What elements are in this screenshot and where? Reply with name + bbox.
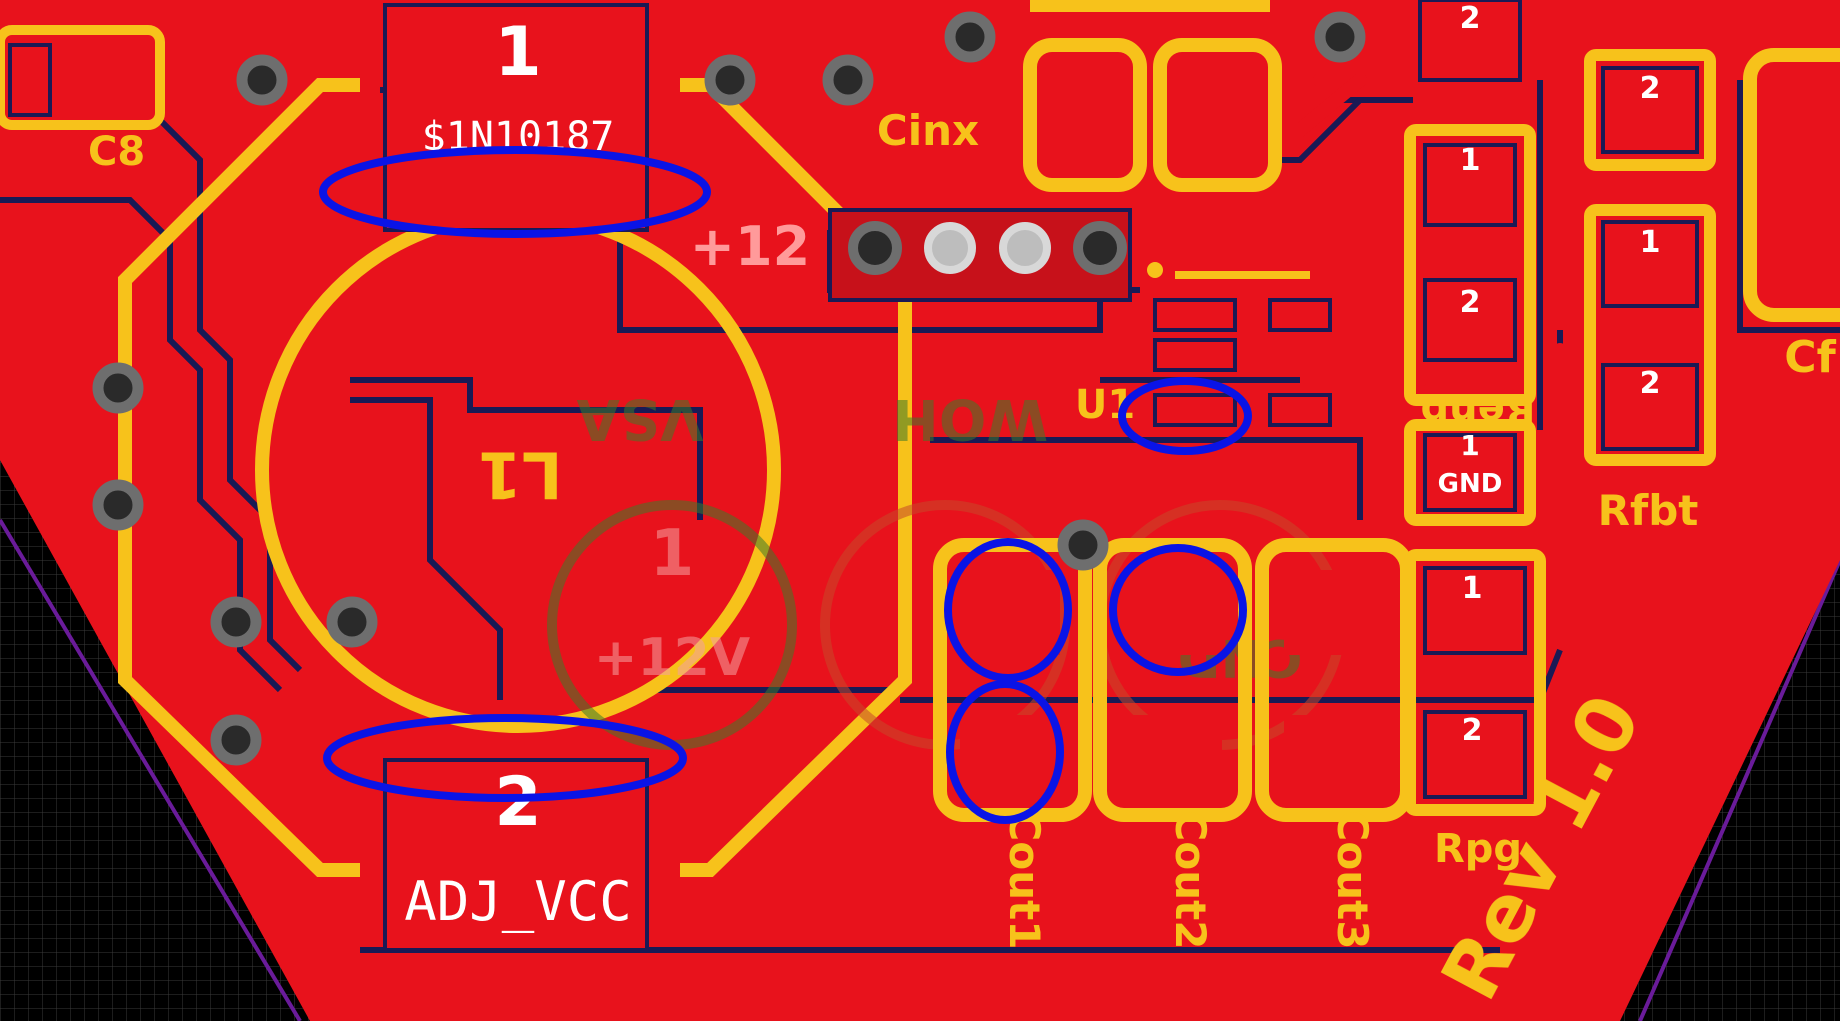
via[interactable] [210, 714, 262, 766]
renb-footprint[interactable]: 1 2 Renb [1404, 124, 1536, 434]
c8-label: C8 [88, 129, 145, 175]
gnd-pad-net: GND [1438, 469, 1503, 499]
gnd-pad-number: 1 [1460, 429, 1479, 462]
u1-footprint[interactable]: U1 [1075, 262, 1332, 428]
rfbt-pad-2-top[interactable] [1601, 66, 1699, 154]
cout3-pad-bottom[interactable] [1284, 715, 1384, 800]
rfbt-pad-2-number: 2 [1640, 366, 1661, 401]
cf-silk [1743, 48, 1840, 322]
c8-footprint[interactable]: C8 [0, 25, 165, 175]
cout3-label: Cout3 [1328, 811, 1377, 950]
rfbt-silk-top [1584, 49, 1716, 171]
cout3-pad-top[interactable] [1284, 570, 1384, 655]
u1-pin1-dot [1147, 262, 1163, 278]
cinx-pad-right[interactable] [1153, 38, 1282, 192]
cinx-pad-2-number: 2 [1460, 1, 1481, 36]
cout2-label: Cout2 [1166, 811, 1215, 950]
rfbt-pad-2-top-number: 2 [1640, 71, 1661, 106]
annotation-cout1-bottom-pad [946, 680, 1064, 824]
gnd-silk [1404, 419, 1536, 526]
cf-pad-1[interactable] [1765, 70, 1840, 160]
header-pin-2[interactable] [924, 222, 976, 274]
u1-pad-2[interactable] [1153, 338, 1237, 372]
gnd-pad[interactable] [1423, 433, 1517, 512]
annotation-u1-pin [1118, 377, 1252, 455]
l1-label: L1 [477, 436, 562, 510]
c8-pad-inner [8, 43, 52, 117]
cinx-footprint[interactable]: 2 Cinx [877, 0, 1522, 192]
cout1-label: Cout1 [1000, 811, 1049, 950]
annotation-l1-pad1-edge [319, 146, 711, 238]
review-annotations [319, 146, 1252, 824]
cout-footprints[interactable]: Cout1 Cout2 Cout3 [933, 538, 1414, 950]
cf-label: Cf [1784, 332, 1836, 383]
bottom-text-vsa: VSA [576, 386, 704, 451]
bottom-text-woh: WOH [892, 386, 1048, 451]
rfbt-footprint[interactable]: 2 1 2 Rfbt [1584, 49, 1716, 535]
gnd-test-pad[interactable]: 1 GND [1404, 419, 1536, 526]
u1-pad-4[interactable] [1268, 298, 1332, 332]
rpg-pad-2-number: 2 [1462, 713, 1483, 748]
rfbt-pad-1-number: 1 [1640, 225, 1661, 260]
cf-pad-2[interactable] [1765, 210, 1840, 300]
bottom-text-plus12v: +12V [594, 628, 750, 688]
via[interactable] [1314, 11, 1366, 63]
rpg-pad-1[interactable] [1423, 566, 1527, 655]
renb-pad-2-number: 2 [1460, 285, 1481, 320]
l1-pad-1-number: 1 [494, 13, 541, 92]
u1-pad-1[interactable] [1153, 298, 1237, 332]
via[interactable] [326, 596, 378, 648]
cinx-label: Cinx [877, 106, 979, 155]
via[interactable] [92, 362, 144, 414]
annotation-cout1-top-pad [944, 538, 1072, 682]
via[interactable] [944, 11, 996, 63]
via[interactable] [704, 54, 756, 106]
renb-silk [1404, 124, 1536, 406]
rfbt-silk [1584, 204, 1716, 466]
annotation-l1-pad2-edge [323, 714, 687, 802]
via[interactable] [822, 54, 874, 106]
rfbt-pad-1[interactable] [1601, 220, 1699, 308]
cout2-pad-bottom[interactable] [1122, 715, 1222, 800]
via[interactable] [210, 596, 262, 648]
header-12v-label: +12 [690, 215, 810, 278]
cinx-pad-2[interactable] [1418, 0, 1522, 82]
rfbt-pad-2[interactable] [1601, 363, 1699, 451]
bottom-text-pin1: 1 [650, 517, 695, 591]
rpg-footprint[interactable]: 1 2 Rpg [1404, 549, 1546, 872]
u1-pad-5[interactable] [1268, 393, 1332, 427]
cout2-pad-top[interactable] [1122, 570, 1222, 655]
cf-footprint[interactable]: Cf [1743, 48, 1840, 383]
rpg-pad-2[interactable] [1423, 710, 1527, 799]
l1-pad-2-number: 2 [494, 763, 541, 842]
rpg-label: Rpg [1434, 826, 1522, 872]
via[interactable] [1057, 519, 1109, 571]
renb-pad-2[interactable] [1423, 278, 1517, 362]
annotation-cout2-top-pad [1109, 544, 1247, 676]
header-pin-3[interactable] [999, 222, 1051, 274]
rpg-pad-1-number: 1 [1462, 571, 1483, 606]
renb-pad-1[interactable] [1423, 143, 1517, 227]
l1-pad-1[interactable]: 1 $1N10187 [383, 3, 649, 232]
header-pin-4[interactable] [1073, 221, 1127, 275]
cout1-pad-top[interactable] [960, 570, 1060, 655]
header-12v[interactable]: +12 [690, 208, 1132, 302]
u1-pad-3[interactable] [1153, 393, 1237, 427]
vias [92, 11, 1366, 766]
via[interactable] [236, 54, 288, 106]
cout1-pad-bottom[interactable] [960, 715, 1060, 800]
cinx-pad-left[interactable] [1023, 38, 1147, 192]
rpg-silk [1404, 549, 1546, 816]
header-pin-1[interactable] [848, 221, 902, 275]
via[interactable] [92, 479, 144, 531]
renb-pad-1-number: 1 [1460, 143, 1481, 178]
rfbt-label: Rfbt [1598, 486, 1699, 535]
l1-pad-2-net: ADJ_VCC [404, 870, 632, 933]
board-outline [0, 518, 1840, 1021]
